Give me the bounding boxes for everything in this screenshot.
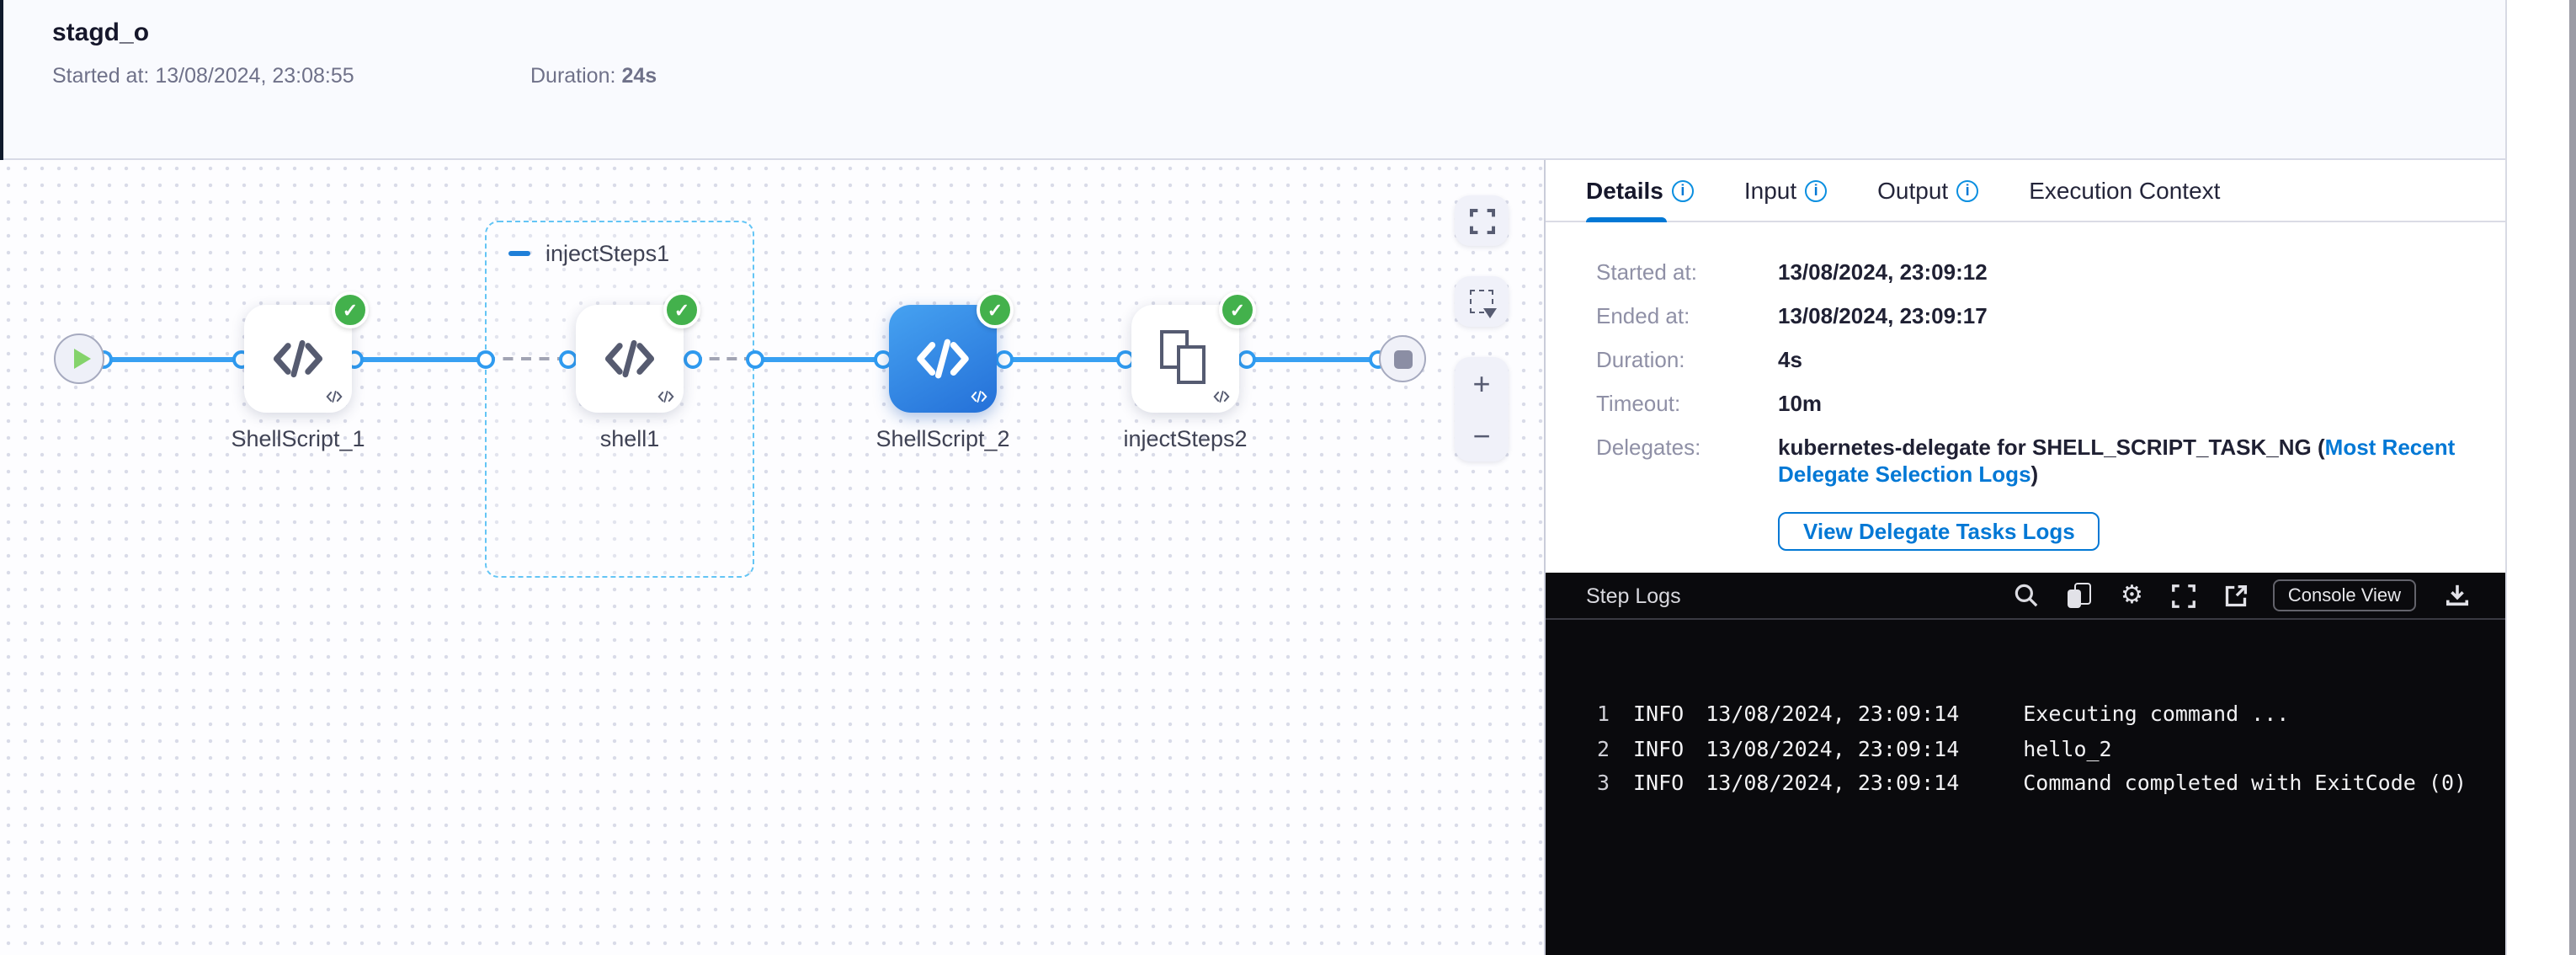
log-download-button[interactable]: [2445, 583, 2470, 608]
shell-script-type-icon: [325, 387, 343, 406]
detail-row-ended: Ended at: 13/08/2024, 23:09:17: [1596, 303, 1988, 328]
canvas-zoom-controls: + −: [1455, 357, 1509, 461]
port: [745, 349, 764, 368]
log-search-button[interactable]: [2014, 583, 2040, 608]
pipeline-start-node: [54, 333, 104, 384]
download-icon: [2446, 584, 2469, 606]
canvas-fullscreen-button[interactable]: [1455, 195, 1509, 246]
success-check-icon: ✓: [663, 291, 700, 328]
pipeline-end-node: [1379, 335, 1426, 382]
panel-divider: [1544, 160, 1546, 955]
group-steps-icon: [1159, 329, 1211, 388]
log-settings-button[interactable]: ⚙: [2121, 583, 2143, 608]
info-icon: i: [1671, 179, 1694, 201]
connector-dashed: [692, 357, 754, 360]
duration-label: Duration:: [530, 64, 616, 88]
log-copy-button[interactable]: [2068, 583, 2092, 608]
shell-script-type-icon: [970, 387, 988, 406]
left-edge-strip: [0, 0, 3, 160]
success-check-icon: ✓: [332, 291, 369, 328]
page-scrollbar[interactable]: [2569, 0, 2576, 955]
shell-script-type-icon: [1212, 387, 1231, 406]
delegate-selection-logs-link[interactable]: Most Recent Delegate Selection Logs: [1778, 435, 2456, 487]
step-node-shell1[interactable]: [576, 305, 684, 413]
step-node-injectsteps2[interactable]: [1131, 305, 1239, 413]
detail-row-timeout: Timeout: 10m: [1596, 391, 1823, 416]
search-icon: [2015, 584, 2039, 607]
pipeline-canvas[interactable]: injectSteps1 ✓ ShellScript_1: [0, 160, 1544, 955]
connector: [754, 356, 882, 361]
port: [476, 349, 494, 368]
connector: [354, 356, 485, 361]
step-label: ShellScript_1: [231, 426, 365, 451]
connector: [1003, 356, 1125, 361]
step-label: shell1: [599, 426, 660, 451]
zoom-out-button[interactable]: −: [1472, 419, 1491, 452]
port: [683, 349, 701, 368]
details-content: Started at: 13/08/2024, 23:09:12 Ended a…: [1546, 222, 2505, 551]
port: [994, 349, 1013, 368]
step-node-shellscript-2[interactable]: [889, 305, 997, 413]
started-value: 13/08/2024, 23:08:55: [155, 64, 354, 88]
shell-script-type-icon: [657, 387, 675, 406]
detail-row-started: Started at: 13/08/2024, 23:09:12: [1596, 259, 1988, 285]
tab-execution-context[interactable]: Execution Context: [2029, 177, 2221, 204]
fullscreen-icon: [2171, 584, 2195, 607]
marquee-select-icon: [1470, 290, 1497, 318]
step-label: injectSteps2: [1123, 426, 1248, 451]
started-label: Started at:: [52, 64, 150, 88]
info-icon: i: [1805, 179, 1828, 201]
detail-row-duration: Duration: 4s: [1596, 347, 1802, 372]
canvas-select-button[interactable]: [1455, 276, 1509, 327]
execution-header: stagd_o Started at: 13/08/2024, 23:08:55…: [0, 0, 2505, 160]
gear-icon: ⚙: [2120, 581, 2143, 610]
stage-title: stagd_o: [52, 19, 150, 47]
step-node-shellscript-1[interactable]: [244, 305, 352, 413]
success-check-icon: ✓: [1219, 291, 1256, 328]
info-icon: i: [1956, 179, 1979, 201]
step-label: ShellScript_2: [876, 426, 1010, 451]
play-icon: [73, 349, 90, 369]
copy-icon: [2068, 583, 2092, 608]
collapse-group-icon[interactable]: [508, 250, 530, 257]
active-tab-underline: [1586, 216, 1667, 222]
external-link-icon: [2225, 584, 2247, 606]
duration-value: 24s: [621, 64, 657, 88]
code-icon: [273, 339, 323, 378]
code-icon: [917, 339, 969, 379]
connector-dashed: [485, 357, 567, 360]
duration: Duration: 24s: [530, 64, 657, 88]
success-check-icon: ✓: [977, 291, 1014, 328]
connector: [1246, 356, 1377, 361]
zoom-in-button[interactable]: +: [1472, 366, 1491, 400]
detail-row-delegates: Delegates: kubernetes-delegate for SHELL…: [1596, 435, 2465, 488]
page-right-margin: [2505, 0, 2576, 955]
log-fullscreen-button[interactable]: [2171, 584, 2195, 607]
log-open-new-window-button[interactable]: [2224, 584, 2248, 607]
fullscreen-icon: [1469, 208, 1494, 233]
console-view-button[interactable]: Console View: [2272, 579, 2416, 611]
delegates-value: kubernetes-delegate for SHELL_SCRIPT_TAS…: [1778, 435, 2456, 487]
log-title: Step Logs: [1586, 584, 1681, 607]
port: [558, 349, 577, 368]
view-delegate-tasks-logs-button[interactable]: View Delegate Tasks Logs: [1778, 512, 2100, 551]
group-label: injectSteps1: [546, 241, 670, 266]
code-icon: [604, 339, 655, 378]
port: [1237, 349, 1255, 368]
step-group-header[interactable]: injectSteps1: [508, 241, 669, 266]
log-header: Step Logs ⚙ Console View: [1546, 573, 2505, 620]
connector: [103, 356, 241, 361]
stop-icon: [1393, 349, 1412, 368]
started-at: Started at: 13/08/2024, 23:08:55: [52, 64, 354, 88]
